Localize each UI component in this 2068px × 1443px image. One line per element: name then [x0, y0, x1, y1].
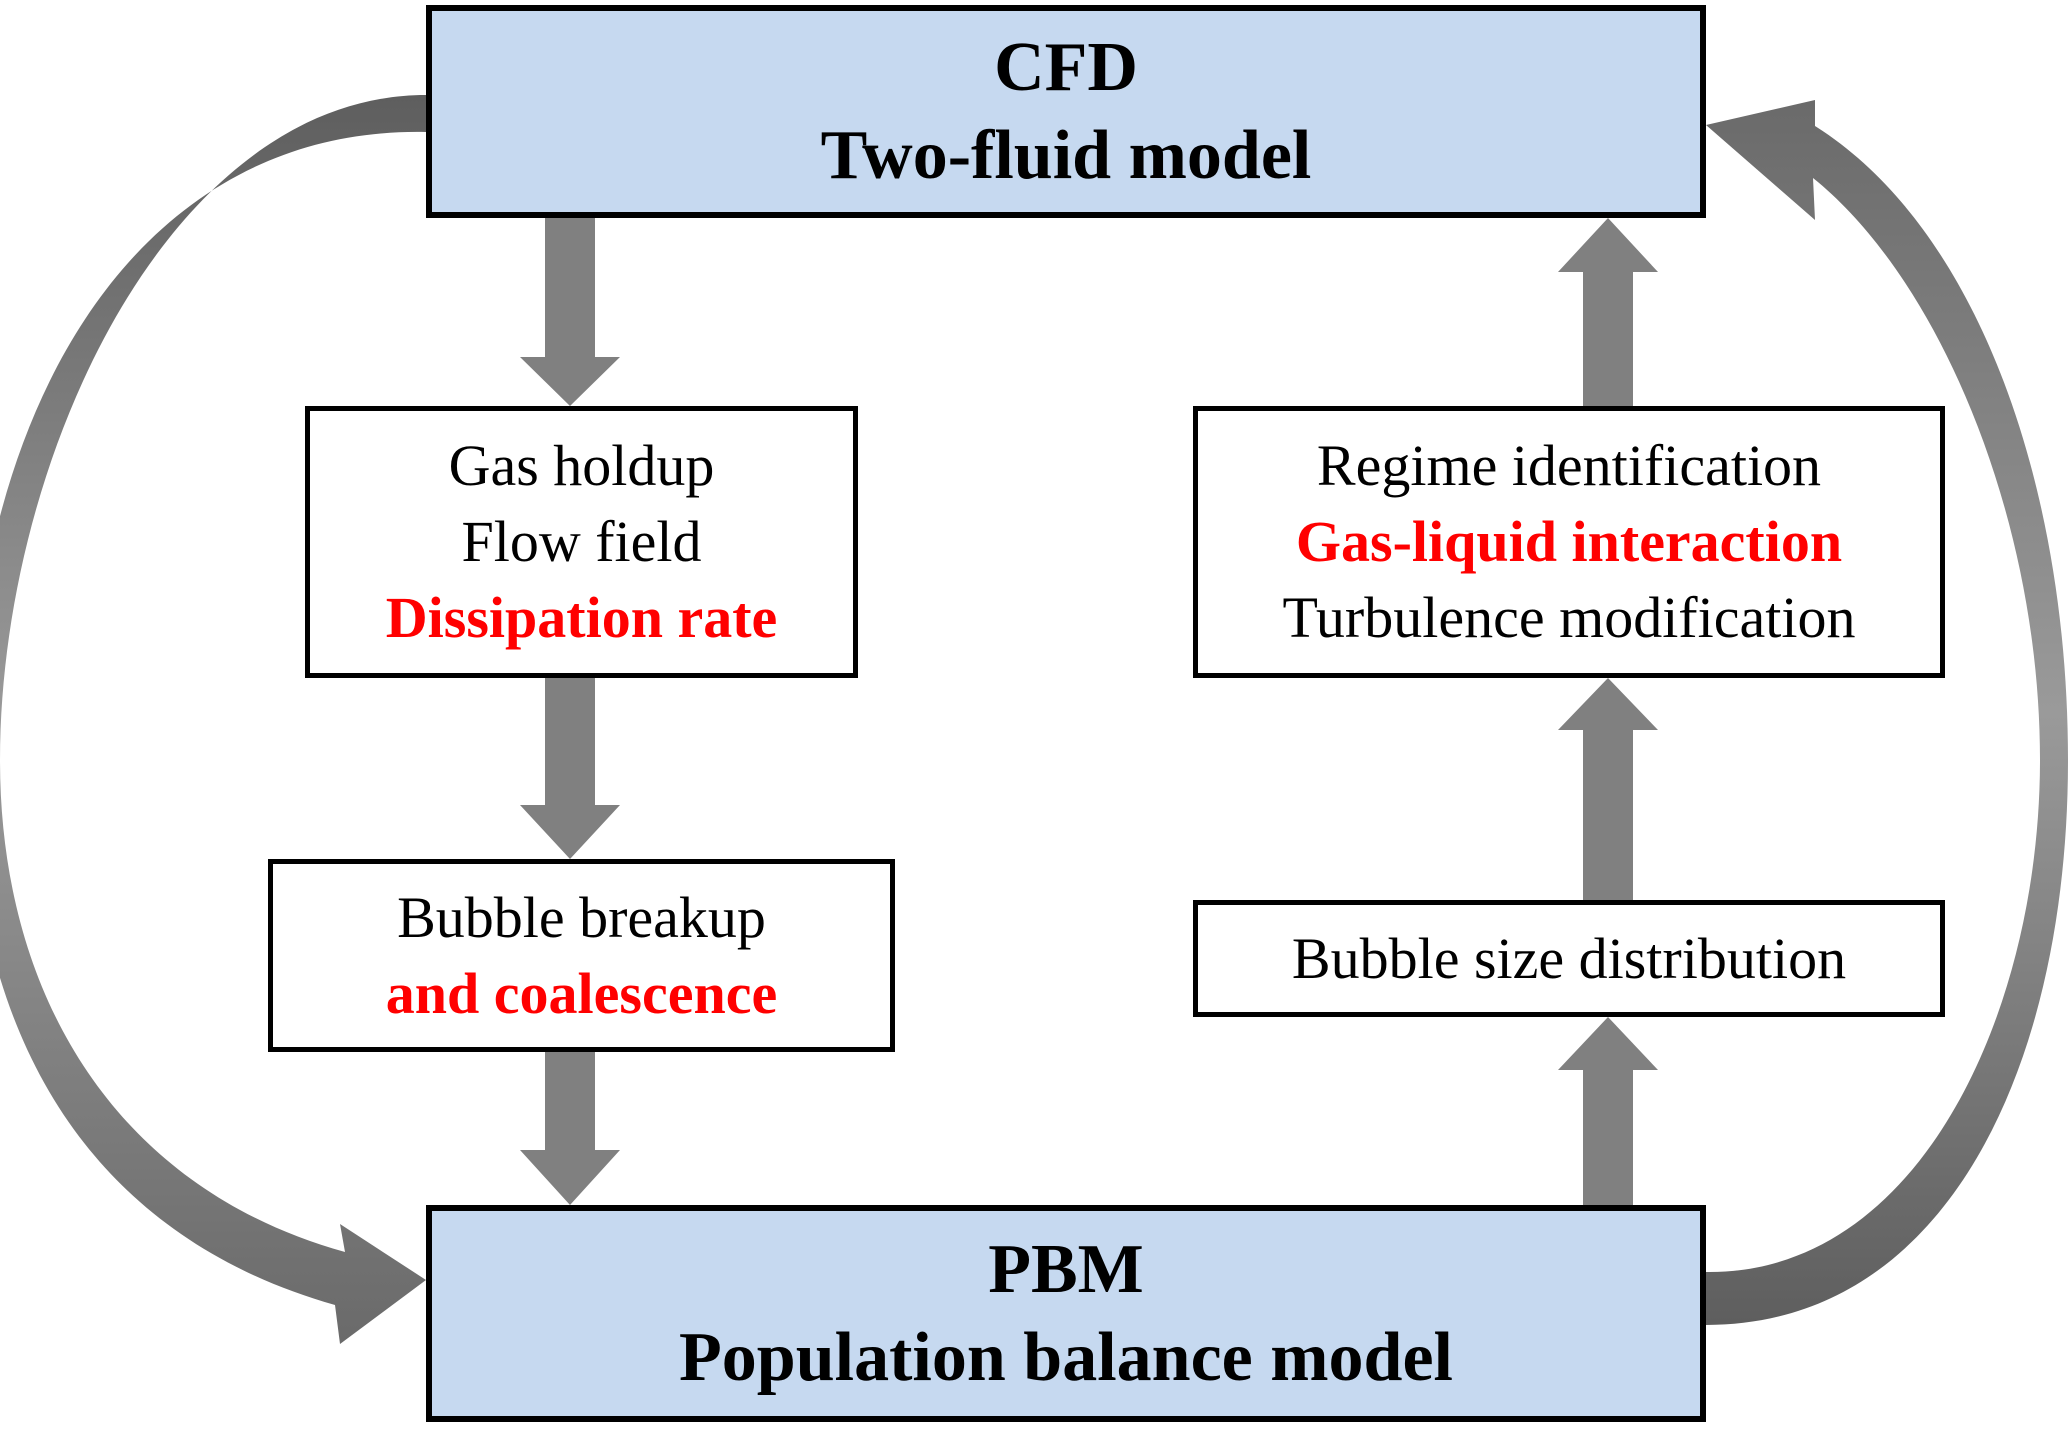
cfd-to-left-box-1-arrow — [520, 218, 620, 406]
cfd-subtitle: Two-fluid model — [820, 116, 1312, 194]
left-box-1-to-left-box-2-arrow — [520, 678, 620, 859]
right-box-2-to-right-box-1-arrow — [1558, 678, 1658, 900]
cfd-box: CFD Two-fluid model — [426, 5, 1706, 218]
pbm-feedback-box: Regime identification Gas-liquid interac… — [1193, 406, 1945, 678]
regime-identification-label: Regime identification — [1316, 433, 1822, 498]
bubble-breakup-label: Bubble breakup — [397, 884, 766, 950]
coalescence-label: and coalescence — [385, 960, 778, 1026]
pbm-to-right-box-2-arrow — [1558, 1017, 1658, 1205]
cfd-title: CFD — [994, 28, 1138, 106]
left-box-2-to-pbm-arrow — [520, 1052, 620, 1205]
bubble-size-distribution-box: Bubble size distribution — [1193, 900, 1945, 1017]
gas-liquid-interaction-label: Gas-liquid interaction — [1295, 509, 1843, 574]
bubble-size-distribution-label: Bubble size distribution — [1291, 925, 1847, 991]
pbm-subtitle: Population balance model — [679, 1318, 1453, 1396]
cfd-output-box: Gas holdup Flow field Dissipation rate — [305, 406, 858, 678]
gas-holdup-label: Gas holdup — [448, 433, 715, 498]
right-box-1-to-cfd-arrow — [1558, 218, 1658, 406]
breakup-coalescence-box: Bubble breakup and coalescence — [268, 859, 895, 1052]
dissipation-rate-label: Dissipation rate — [385, 585, 778, 650]
flow-field-label: Flow field — [461, 509, 702, 574]
pbm-to-cfd-curved-arrow — [1706, 100, 2068, 1325]
cfd-to-pbm-curved-arrow — [0, 95, 426, 1344]
turbulence-modification-label: Turbulence modification — [1282, 585, 1856, 650]
pbm-title: PBM — [988, 1230, 1144, 1308]
pbm-box: PBM Population balance model — [426, 1205, 1706, 1422]
